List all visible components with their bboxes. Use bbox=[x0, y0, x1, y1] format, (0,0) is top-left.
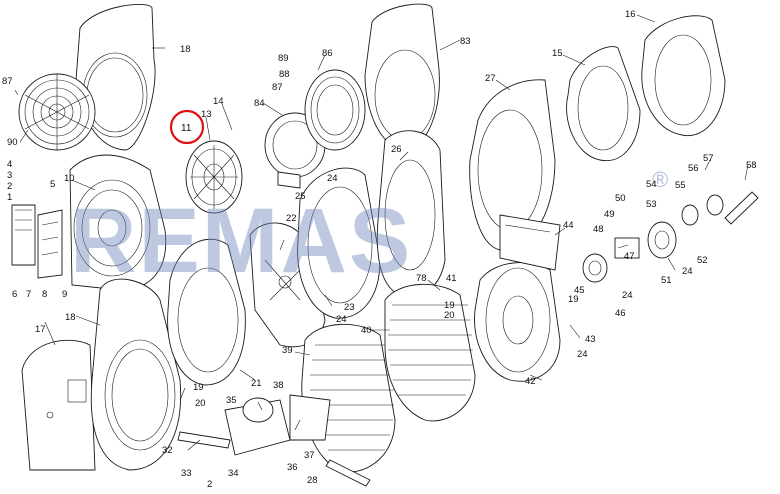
callout-labels: 87 90 18 4 3 2 1 5 10 6 7 8 9 17 18 13 1… bbox=[2, 9, 757, 490]
callout-label: 54 bbox=[646, 179, 657, 190]
callout-label: 78 bbox=[416, 273, 427, 284]
callout-label: 27 bbox=[485, 73, 496, 84]
callout-label: 50 bbox=[615, 193, 626, 204]
watermark: REMAS ® bbox=[70, 167, 668, 292]
callout-label: 5 bbox=[50, 179, 55, 190]
callout-label: 2 bbox=[207, 479, 212, 490]
callout-label: 39 bbox=[282, 345, 293, 356]
callout-label: 55 bbox=[675, 180, 686, 191]
callout-label: 13 bbox=[201, 109, 212, 120]
callout-label: 24 bbox=[336, 314, 347, 325]
part-drawings bbox=[11, 3, 759, 487]
callout-label: 89 bbox=[278, 53, 289, 64]
callout-label: 46 bbox=[615, 308, 626, 319]
callout-label: 19 bbox=[193, 382, 204, 393]
callout-label: 19 bbox=[568, 294, 579, 305]
callout-label: 18 bbox=[65, 312, 76, 323]
callout-label: 25 bbox=[295, 191, 306, 202]
highlight-circle bbox=[169, 109, 205, 145]
callout-label: 9 bbox=[62, 289, 67, 300]
watermark-registered-mark: ® bbox=[652, 167, 668, 192]
callout-label: 32 bbox=[162, 445, 173, 456]
watermark-text: REMAS bbox=[70, 190, 412, 292]
callout-label: 20 bbox=[444, 310, 455, 321]
callout-label: 49 bbox=[604, 209, 615, 220]
callout-label: 90 bbox=[7, 137, 18, 148]
callout-label: 20 bbox=[195, 398, 206, 409]
callout-label: 18 bbox=[180, 44, 191, 55]
callout-label: 43 bbox=[585, 334, 596, 345]
callout-label: 1 bbox=[7, 192, 12, 203]
callout-label: 15 bbox=[552, 48, 563, 59]
callout-label: 4 bbox=[7, 159, 12, 170]
callout-label: 35 bbox=[226, 395, 237, 406]
callout-label: 19 bbox=[444, 300, 455, 311]
callout-label: 21 bbox=[251, 378, 262, 389]
callout-label: 7 bbox=[26, 289, 31, 300]
callout-label: 41 bbox=[446, 273, 457, 284]
callout-label: 38 bbox=[273, 380, 284, 391]
callout-label: 87 bbox=[272, 82, 283, 93]
callout-label: 52 bbox=[697, 255, 708, 266]
callout-label: 42 bbox=[525, 376, 536, 387]
callout-label: 3 bbox=[7, 170, 12, 181]
callout-label: 87 bbox=[2, 76, 13, 87]
callout-label: 23 bbox=[344, 302, 355, 313]
callout-label: 24 bbox=[327, 173, 338, 184]
callout-label: 33 bbox=[181, 468, 192, 479]
callout-label: 2 bbox=[7, 181, 12, 192]
callout-label: 24 bbox=[622, 290, 633, 301]
callout-label: 84 bbox=[254, 98, 265, 109]
callout-label: 6 bbox=[12, 289, 17, 300]
callout-label: 56 bbox=[688, 163, 699, 174]
callout-label: 36 bbox=[287, 462, 298, 473]
callout-label: 8 bbox=[42, 289, 47, 300]
callout-label: 16 bbox=[625, 9, 636, 20]
callout-label: 88 bbox=[279, 69, 290, 80]
callout-label: 86 bbox=[322, 48, 333, 59]
callout-label: 57 bbox=[703, 153, 714, 164]
callout-label: 51 bbox=[661, 275, 672, 286]
callout-label: 37 bbox=[304, 450, 315, 461]
callout-label: 48 bbox=[593, 224, 604, 235]
callout-label: 24 bbox=[577, 349, 588, 360]
callout-label: 34 bbox=[228, 468, 239, 479]
callout-label: 14 bbox=[213, 96, 224, 107]
callout-label: 58 bbox=[746, 160, 757, 171]
callout-label: 10 bbox=[64, 173, 75, 184]
leader-lines bbox=[14, 14, 749, 451]
callout-label: 83 bbox=[460, 36, 471, 47]
callout-label: 24 bbox=[682, 266, 693, 277]
callout-label: 53 bbox=[646, 199, 657, 210]
callout-label: 28 bbox=[307, 475, 318, 486]
callout-label: 26 bbox=[391, 144, 402, 155]
callout-label: 45 bbox=[574, 285, 585, 296]
callout-label: 22 bbox=[286, 213, 297, 224]
callout-label: 17 bbox=[35, 324, 46, 335]
highlighted-callout-label: 11 bbox=[181, 123, 192, 134]
callout-label: 40 bbox=[361, 325, 372, 336]
callout-label: 44 bbox=[563, 220, 574, 231]
callout-label: 47 bbox=[624, 251, 635, 262]
